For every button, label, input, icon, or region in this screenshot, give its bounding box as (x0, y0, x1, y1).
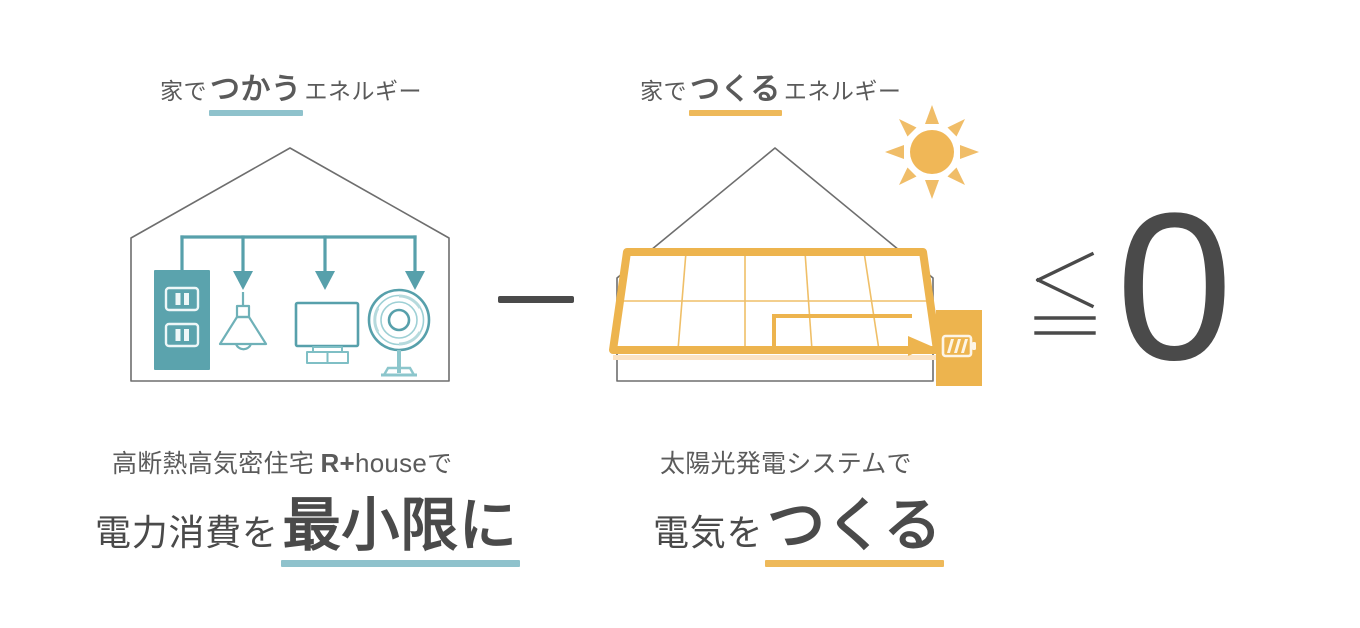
right-kicker-emphasis-text: つくる (690, 73, 781, 106)
battery-icon (936, 310, 982, 386)
left-caption-main-emphasis-text: 最小限に (282, 493, 518, 558)
left-caption-top-post: で (427, 451, 453, 478)
power-arrowheads (233, 271, 425, 290)
right-kicker-emphasis: つくる (687, 73, 784, 116)
right-caption-main-emphasis-text: つくる (767, 493, 943, 558)
right-kicker-prefix: 家で (640, 79, 687, 104)
left-caption-underline (280, 560, 520, 567)
left-caption-main-pre: 電力消費を (95, 513, 279, 553)
left-kicker-emphasis: つかう (207, 73, 305, 116)
power-distribution-lines (180, 235, 417, 272)
left-caption-main-emphasis: 最小限に (279, 493, 522, 567)
right-kicker: 家でつくるエネルギー (640, 64, 902, 116)
electric-fan-icon (367, 288, 431, 377)
right-kicker-underline (689, 110, 782, 116)
right-kicker-suffix: エネルギー (783, 79, 902, 104)
right-caption-main-pre: 電気を (653, 513, 764, 553)
right-caption-main-emphasis: つくる (763, 493, 946, 567)
left-kicker-prefix: 家で (160, 79, 207, 104)
left-kicker: 家でつかうエネルギー (160, 64, 422, 116)
left-caption-top-pre: 高断熱高気密住宅 (112, 451, 321, 478)
solar-panel-icon (609, 248, 941, 360)
result-expression: 0 (1030, 169, 1233, 404)
less-than-or-equal-icon (1034, 251, 1096, 335)
left-kicker-suffix: エネルギー (304, 79, 422, 104)
result-value: 0 (1116, 169, 1233, 404)
minus-sign (498, 296, 574, 303)
left-caption-brand: R+house (321, 448, 428, 478)
outlet-icon (154, 270, 210, 370)
left-kicker-underline (209, 110, 303, 116)
right-caption-main: 電気をつくる (653, 497, 946, 567)
left-kicker-emphasis-text: つかう (210, 73, 302, 106)
right-caption-top: 太陽光発電システムで (660, 451, 912, 478)
right-house-illustration (600, 105, 1000, 400)
pendant-lamp-icon (218, 292, 268, 351)
sun-icon (885, 105, 979, 199)
right-caption-underline (765, 560, 945, 567)
left-house-illustration (110, 130, 480, 400)
left-caption-main: 電力消費を最小限に (95, 497, 522, 567)
left-caption-brand-bold: R+ (320, 448, 355, 478)
power-flow-arrow (772, 314, 931, 356)
left-caption-brand-rest: house (354, 448, 428, 478)
left-caption-top: 高断熱高気密住宅 R+houseで (112, 444, 452, 480)
tv-stand-icon (306, 346, 349, 364)
